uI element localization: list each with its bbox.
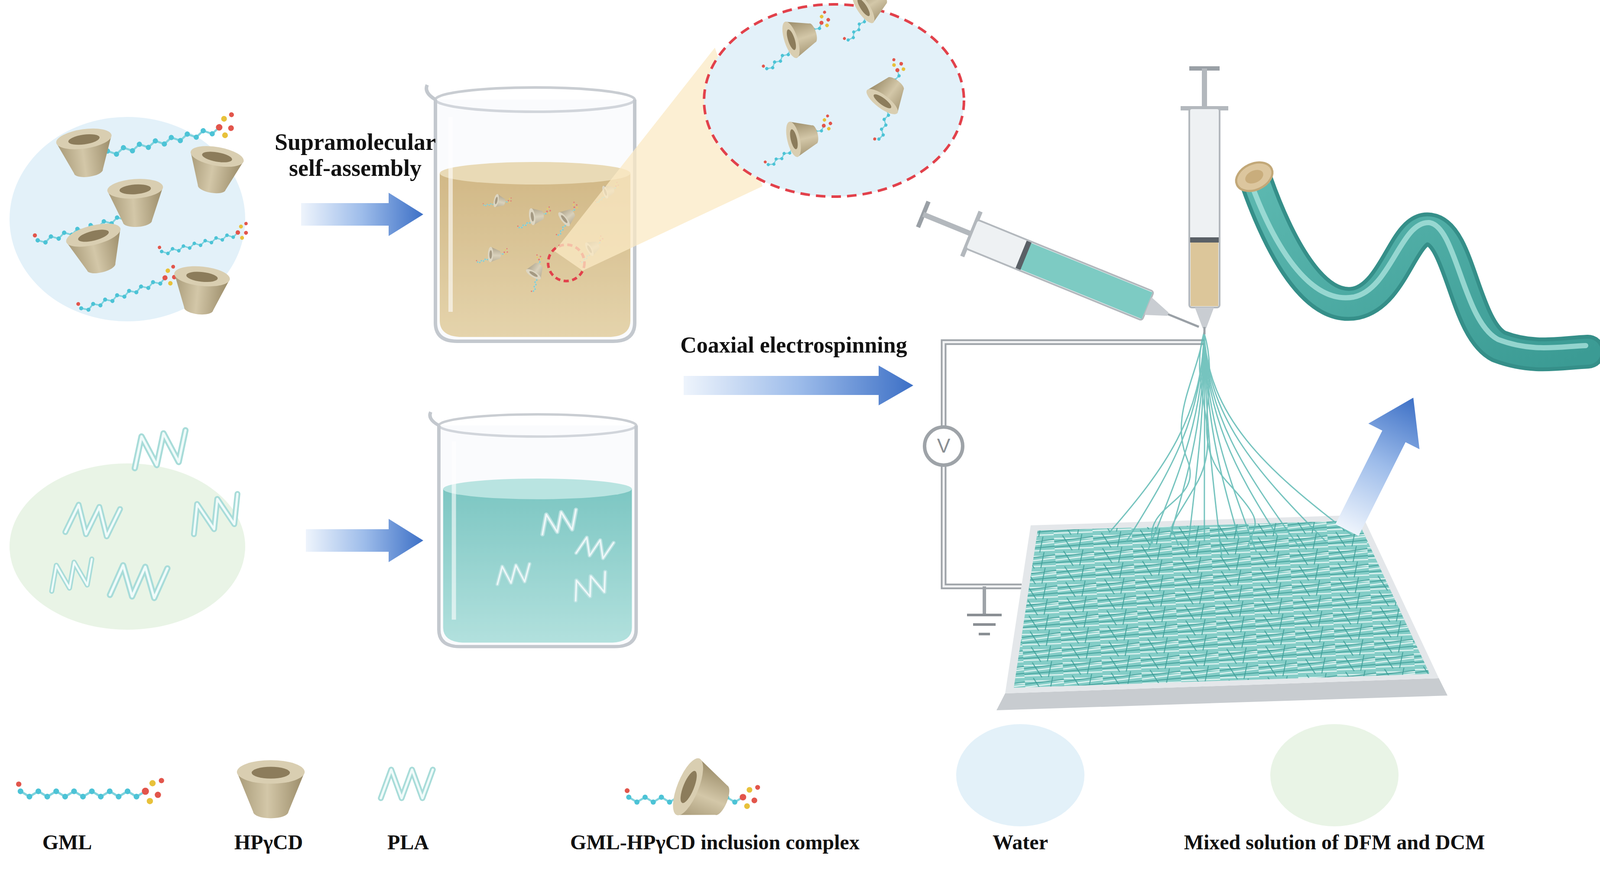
step-label: Coaxial electrospinning xyxy=(629,332,959,358)
legend-swatch xyxy=(956,724,1085,827)
legend-label: Mixed solution of DFM and DCM xyxy=(1184,830,1486,855)
core-syringe xyxy=(1180,68,1229,335)
zoom-inset xyxy=(704,0,964,197)
process-arrow xyxy=(301,192,424,237)
legend-swatches xyxy=(956,724,1399,827)
beaker-pla-solution xyxy=(429,412,637,647)
legend-swatch xyxy=(1270,724,1399,827)
voltmeter-symbol: V xyxy=(924,434,964,458)
step-label: Supramolecular self-assembly xyxy=(253,129,458,182)
legend-label: GML-HPγCD inclusion complex xyxy=(570,830,860,855)
process-arrow xyxy=(683,365,914,406)
core-shell-fiber xyxy=(1231,156,1588,355)
raw-materials-solvent xyxy=(9,430,246,630)
legend-label: PLA xyxy=(387,830,429,855)
process-arrow xyxy=(305,519,424,563)
process-arrow xyxy=(1321,385,1439,544)
legend-label: HPγCD xyxy=(234,830,303,855)
legend-icons xyxy=(16,754,760,831)
legend-label: GML xyxy=(42,830,93,855)
legend-label: Water xyxy=(992,830,1049,855)
collector-mat xyxy=(996,515,1448,711)
shell-syringe xyxy=(914,191,1208,350)
raw-materials-water xyxy=(9,111,252,322)
electrospun-jet xyxy=(1109,332,1352,557)
